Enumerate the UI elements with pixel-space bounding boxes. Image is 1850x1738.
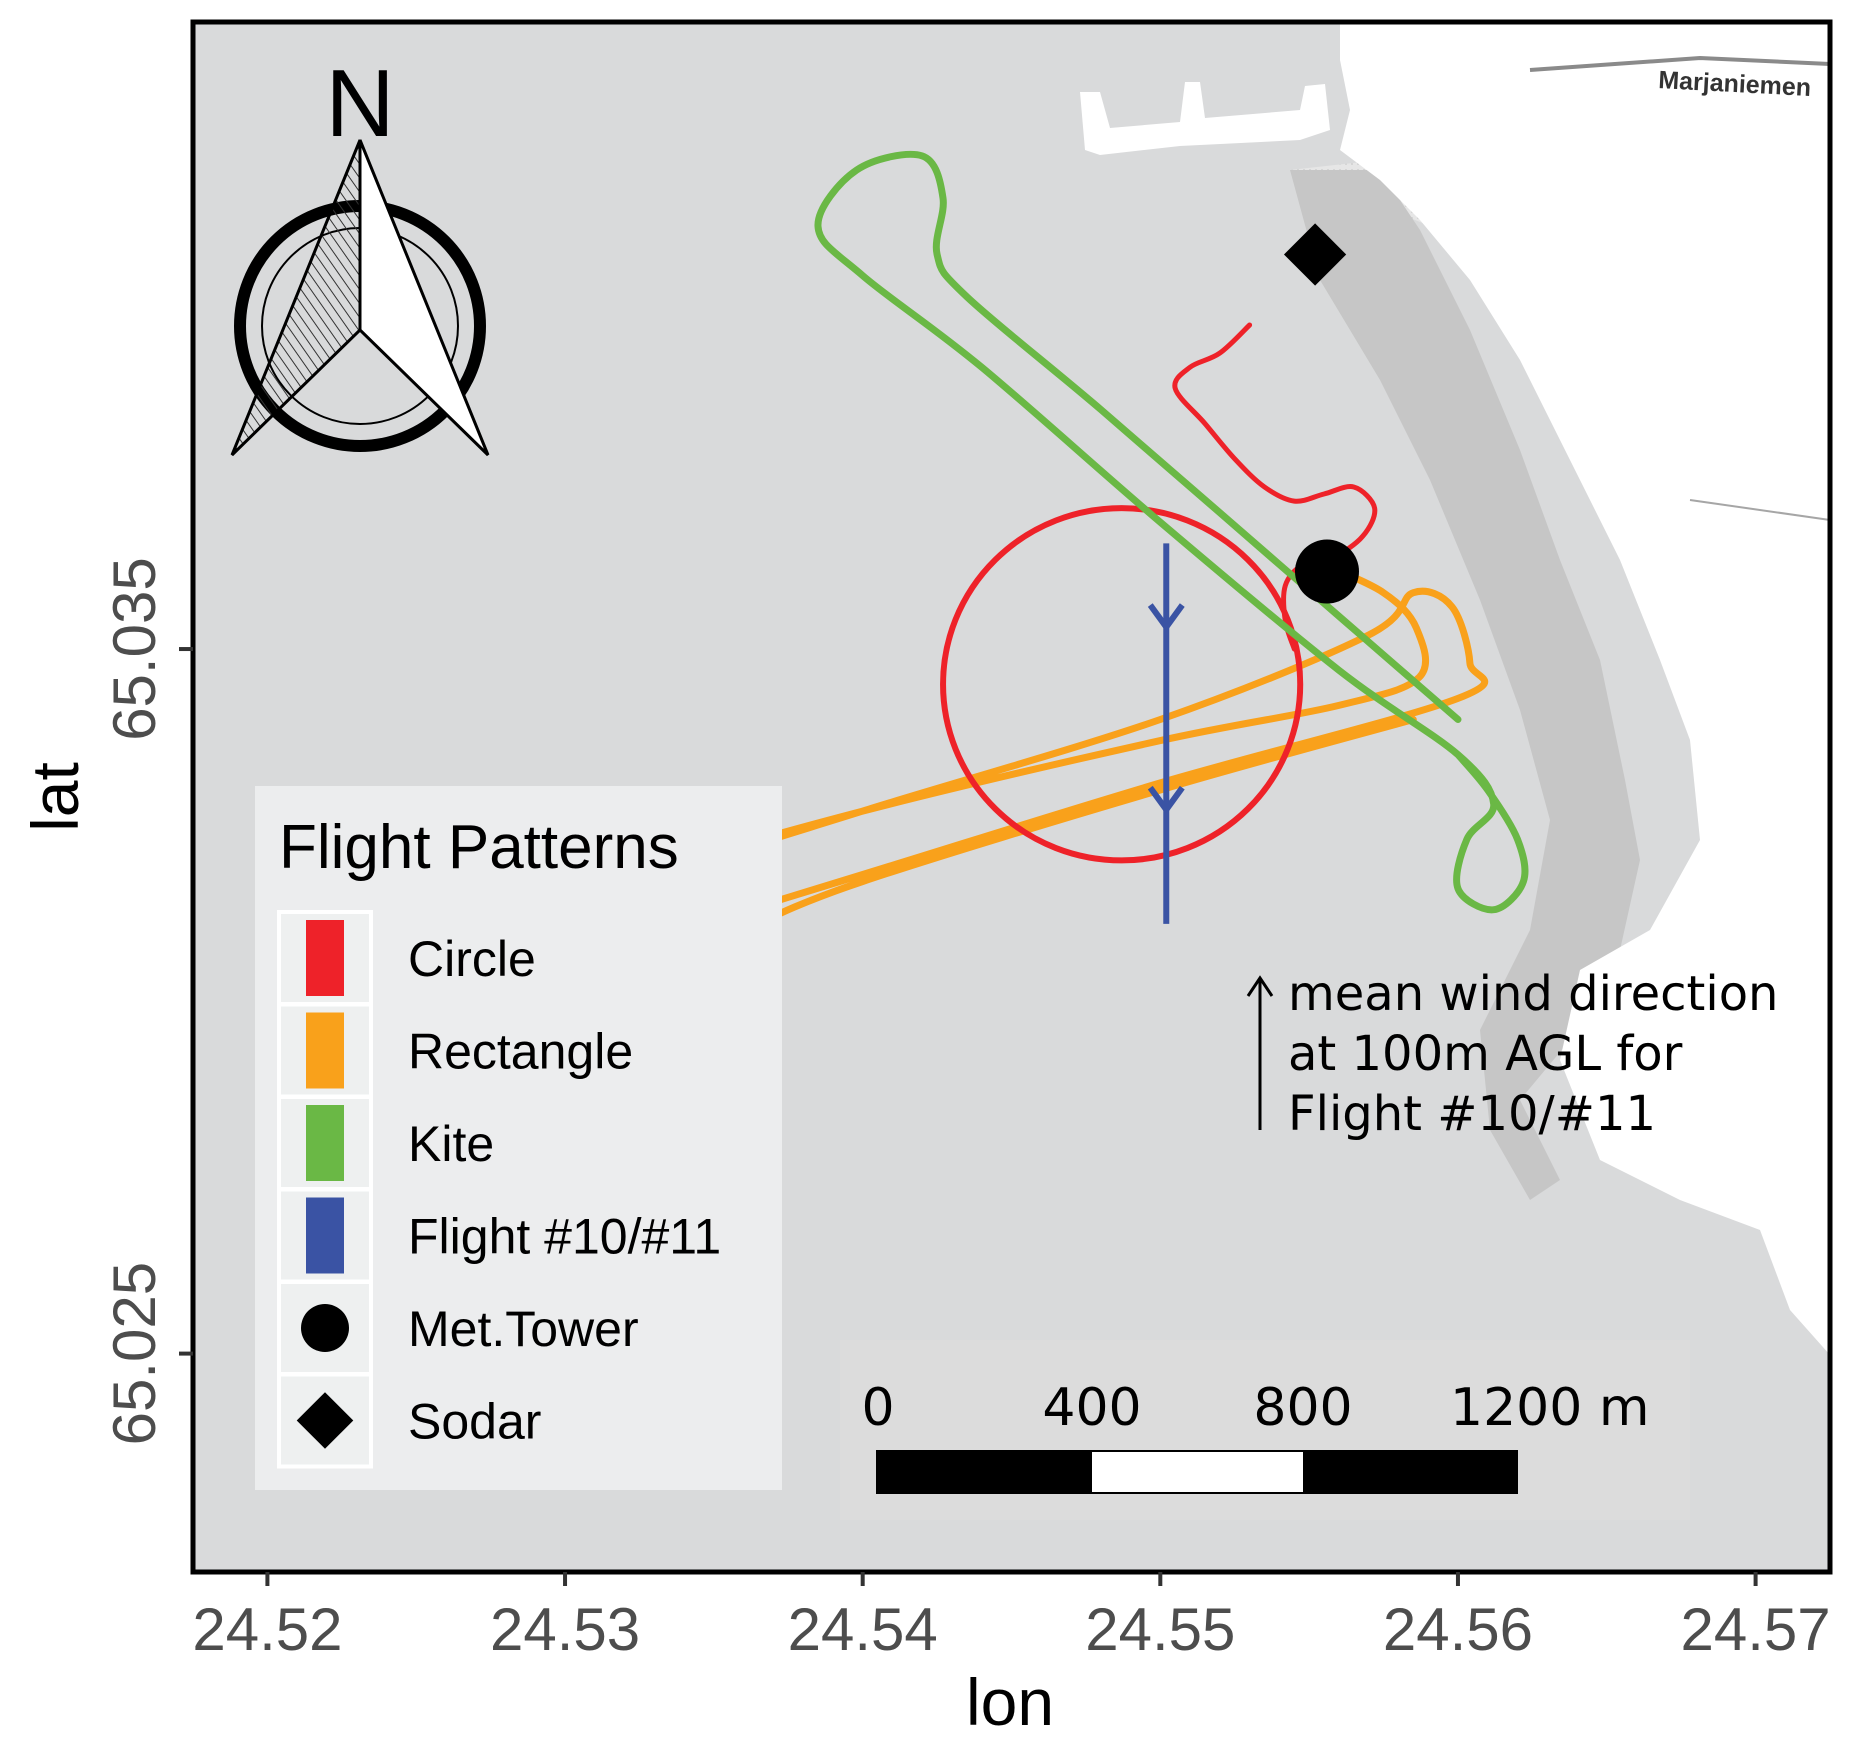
y-axis: 65.025 65.035 (101, 557, 193, 1445)
legend-label: Kite (408, 1116, 494, 1172)
x-tick-label: 24.57 (1681, 1596, 1831, 1663)
wind-annotation: mean wind direction at 100m AGL for Flig… (1246, 966, 1778, 1142)
legend-entry: Circle (277, 910, 536, 1006)
legend: Flight Patterns CircleRectangleKiteFligh… (255, 786, 782, 1490)
harbour-breakwater (1340, 32, 1480, 56)
scale-label-400: 400 (1042, 1378, 1141, 1438)
shore-band (1290, 170, 1640, 1200)
scale-bar: 0 400 800 1200 m (840, 1340, 1690, 1520)
x-tick-label: 24.55 (1085, 1596, 1235, 1663)
legend-swatch (306, 920, 344, 996)
y-tick-label: 65.035 (101, 557, 168, 741)
scale-seg-1 (877, 1451, 1092, 1493)
legend-label: Met.Tower (408, 1301, 639, 1357)
x-tick-label: 24.54 (788, 1596, 938, 1663)
north-arrow: N (230, 50, 490, 457)
legend-label: Circle (408, 931, 536, 987)
legend-label: Rectangle (408, 1024, 633, 1080)
wind-arrow-head (1246, 975, 1274, 997)
flight-direction-arrow (1147, 603, 1185, 631)
wind-annotation-line-3: Flight #10/#11 (1288, 1086, 1656, 1142)
road-line (1529, 55, 1830, 72)
x-axis-label: lon (966, 1665, 1054, 1738)
flight-direction-arrow (1147, 785, 1185, 813)
scale-seg-3 (1303, 1451, 1517, 1493)
legend-swatch (306, 1012, 344, 1089)
legend-entry: Sodar (277, 1372, 541, 1469)
legend-entry: Kite (277, 1095, 494, 1191)
legend-label: Sodar (408, 1394, 541, 1450)
wind-annotation-line-2: at 100m AGL for (1288, 1026, 1683, 1082)
legend-entry: Rectangle (277, 1002, 633, 1099)
legend-swatch (296, 1392, 354, 1449)
scale-label-0: 0 (861, 1378, 894, 1438)
legend-title: Flight Patterns (279, 813, 679, 882)
wind-annotation-line-1: mean wind direction (1288, 966, 1778, 1022)
land-area (1340, 22, 1830, 1355)
x-tick-label: 24.56 (1383, 1596, 1533, 1663)
legend-label: Flight #10/#11 (408, 1209, 721, 1265)
met-tower-marker (1294, 539, 1359, 604)
panel-border (190, 19, 1833, 1575)
scale-bar-outline (876, 1450, 1518, 1494)
legend-entry: Flight #10/#11 (277, 1187, 721, 1284)
kite-track (814, 150, 1529, 914)
legend-swatch (306, 1197, 344, 1274)
y-axis-label: lat (18, 762, 92, 832)
legend-swatch (301, 1304, 349, 1352)
map-basemap (1080, 22, 1830, 1355)
y-tick-label: 65.025 (101, 1262, 168, 1446)
road-line-east (1689, 499, 1830, 521)
legend-entry: Met.Tower (277, 1280, 639, 1376)
scale-seg-2 (1092, 1451, 1303, 1493)
scale-label-800: 800 (1253, 1378, 1352, 1438)
north-arrow-right-half (358, 139, 490, 457)
x-axis: 24.52 24.53 24.54 24.55 24.56 24.57 (192, 1572, 1831, 1663)
x-tick-label: 24.52 (192, 1596, 342, 1663)
scale-label-1200: 1200 m (1450, 1378, 1650, 1438)
harbour-pier (1080, 82, 1330, 155)
circle-track (940, 505, 1304, 864)
north-label: N (325, 50, 394, 157)
legend-swatch (306, 1105, 344, 1181)
x-tick-label: 24.53 (490, 1596, 640, 1663)
